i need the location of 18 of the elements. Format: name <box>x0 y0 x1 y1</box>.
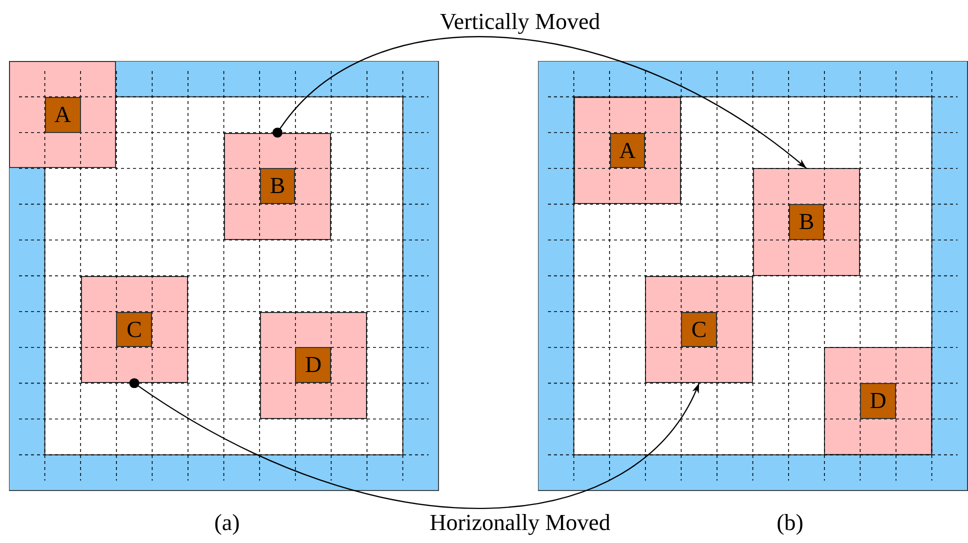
block-region <box>224 132 332 240</box>
block-region <box>260 312 367 419</box>
block-label: D <box>295 347 332 384</box>
block-label: B <box>260 168 296 204</box>
block-region <box>9 61 116 168</box>
block-label: C <box>681 312 717 348</box>
block-label: A <box>610 132 646 168</box>
block-label: B <box>788 204 824 240</box>
block-label: C <box>116 312 152 348</box>
block-region <box>752 168 860 276</box>
block-region <box>824 347 932 455</box>
block-label: A <box>44 96 81 133</box>
arrow <box>129 378 700 509</box>
arrow <box>272 36 807 169</box>
block-label: D <box>860 383 896 419</box>
block-region <box>80 276 188 384</box>
block-region <box>574 96 682 204</box>
block-region <box>645 276 753 384</box>
